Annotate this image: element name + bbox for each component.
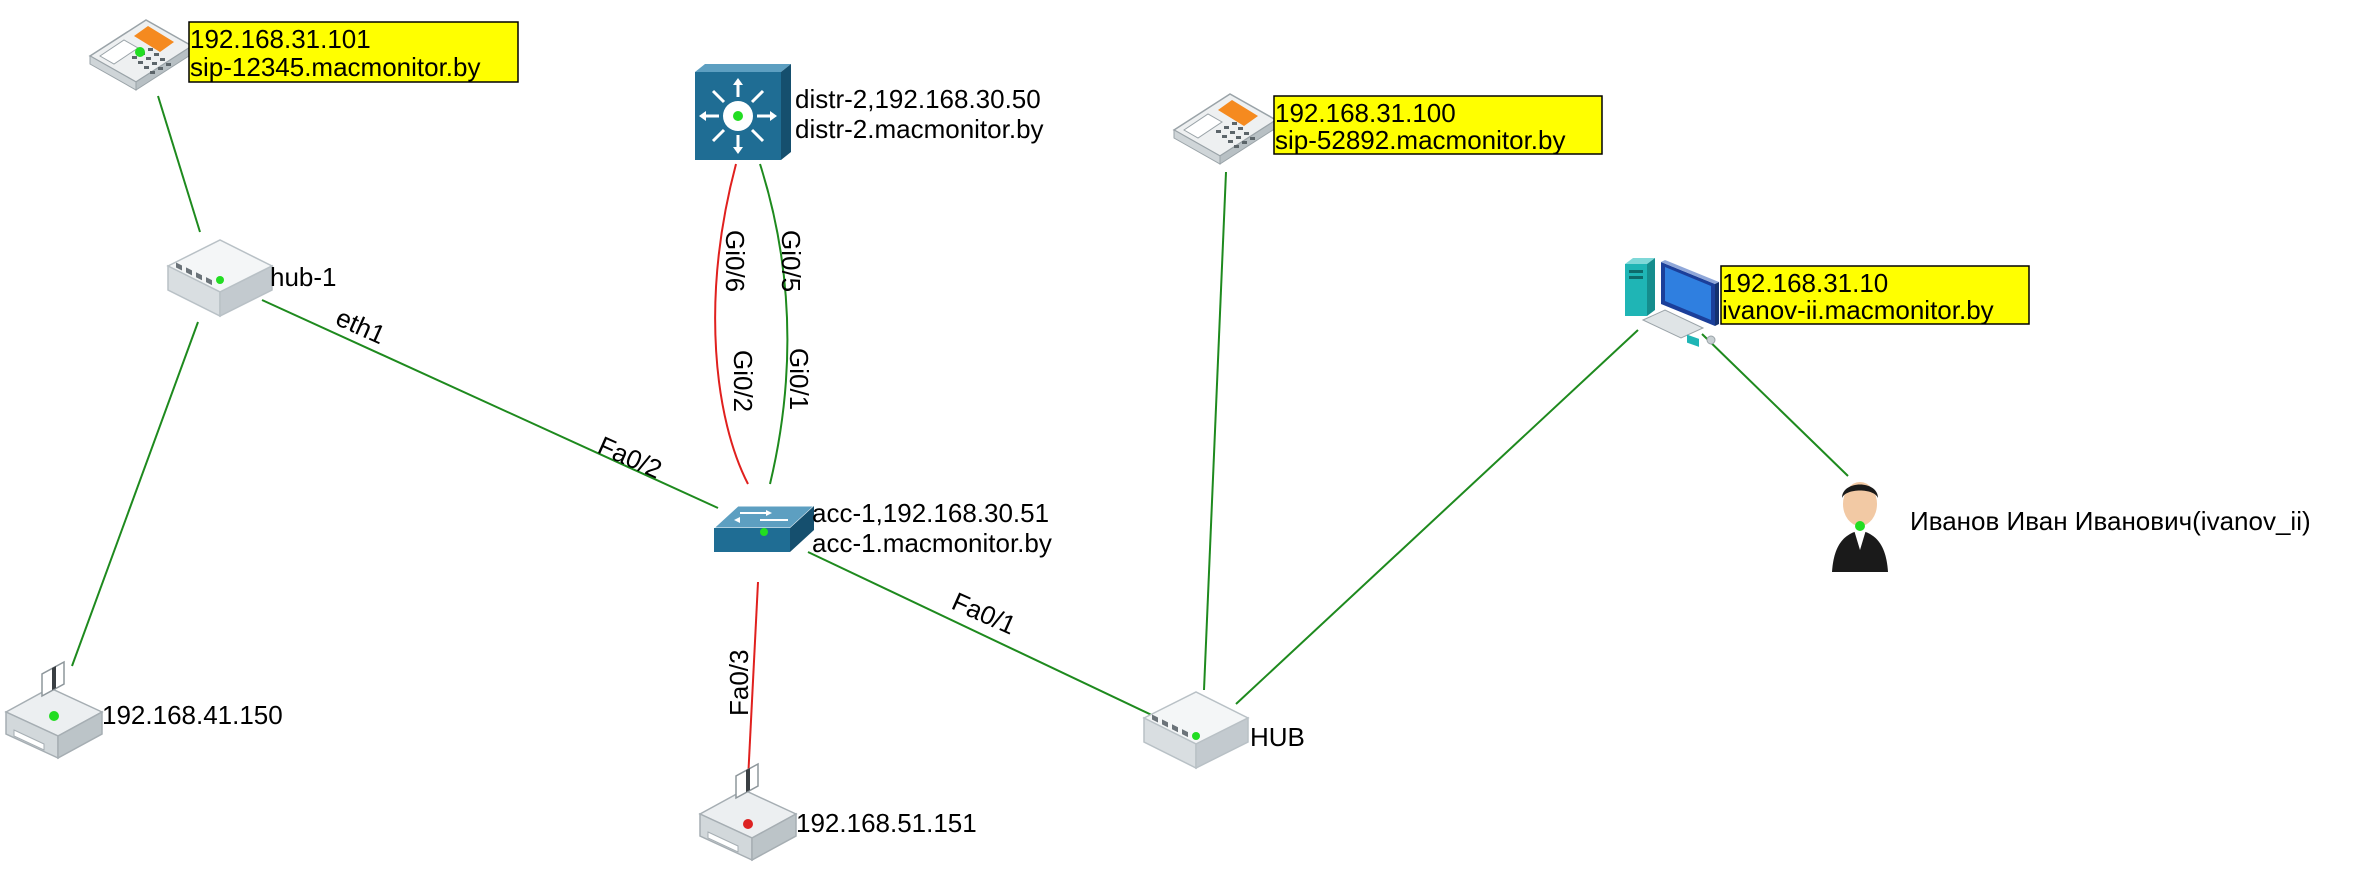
ip-phone-icon [89, 19, 193, 91]
node-hostname: ivanov-ii.macmonitor.by [1722, 295, 1994, 325]
node-acc-switch[interactable]: acc-1,192.168.30.51 acc-1.macmonitor.by [712, 498, 1052, 558]
link-hub1-acc[interactable] [261, 299, 719, 509]
link-pc-hub2[interactable] [1235, 329, 1639, 705]
node-workstation[interactable]: 192.168.31.10 ivanov-ii.macmonitor.by [1625, 258, 2030, 347]
node-ip: 192.168.31.10 [1722, 268, 1888, 298]
printer-icon [5, 661, 103, 759]
link-sip1-hub1[interactable] [157, 95, 201, 233]
node-hostname: sip-52892.macmonitor.by [1275, 125, 1565, 155]
node-user-name: Иванов Иван Иванович(ivanov_ii) [1910, 506, 2311, 536]
node-label-line2: distr-2.macmonitor.by [795, 114, 1044, 144]
link-hub1-printer1[interactable] [71, 321, 199, 667]
node-sip-phone-2[interactable]: 192.168.31.100 sip-52892.macmonitor.by [1173, 93, 1603, 165]
port-gi0-5: Gi0/5 [776, 230, 806, 292]
node-hub-1[interactable]: hub-1 [167, 239, 337, 317]
label-highlight [1273, 95, 1603, 155]
layer3-switch-icon [695, 64, 791, 160]
node-printer-1[interactable]: 192.168.41.150 [5, 661, 283, 759]
port-eth1: eth1 [332, 302, 390, 350]
port-fa0-2: Fa0/2 [594, 430, 667, 484]
node-ip: 192.168.31.101 [190, 24, 371, 54]
printer-icon [699, 763, 797, 861]
port-gi0-2: Gi0/2 [728, 350, 758, 412]
node-ip: 192.168.41.150 [102, 700, 283, 730]
link-distr-acc-red[interactable] [714, 163, 749, 485]
node-name: HUB [1250, 722, 1305, 752]
node-user[interactable]: Иванов Иван Иванович(ivanov_ii) [1832, 482, 2311, 572]
node-name: hub-1 [270, 262, 337, 292]
label-highlight [188, 21, 519, 83]
node-hub-2[interactable]: HUB [1143, 691, 1305, 769]
node-ip: 192.168.31.100 [1275, 98, 1456, 128]
link-distr-acc-green[interactable] [759, 163, 789, 485]
workstation-icon [1625, 258, 1719, 347]
node-printer-2[interactable]: 192.168.51.151 [699, 763, 977, 861]
ip-phone-icon [1173, 93, 1277, 165]
link-user-pc[interactable] [1701, 333, 1849, 477]
port-gi0-6: Gi0/6 [720, 230, 750, 292]
port-fa0-3: Fa0/3 [724, 650, 754, 717]
label-highlight [1720, 265, 2030, 325]
links [71, 95, 1849, 781]
node-distr-switch[interactable]: distr-2,192.168.30.50 distr-2.macmonitor… [695, 64, 1044, 160]
node-label-line1: distr-2,192.168.30.50 [795, 84, 1041, 114]
hub-icon [1143, 691, 1249, 769]
user-icon [1832, 482, 1888, 572]
link-acc-printer2[interactable] [747, 581, 759, 781]
port-labels: eth1 Fa0/2 Gi0/6 Gi0/5 Gi0/2 Gi0/1 Fa0/3… [332, 230, 1021, 716]
link-acc-hub2[interactable] [807, 551, 1159, 719]
link-sip2-hub2[interactable] [1203, 171, 1227, 691]
port-fa0-1: Fa0/1 [948, 586, 1021, 640]
node-label-line1: acc-1,192.168.30.51 [812, 498, 1049, 528]
hub-icon [167, 239, 273, 317]
workgroup-switch-icon [712, 505, 816, 552]
node-label-line2: acc-1.macmonitor.by [812, 528, 1052, 558]
node-hostname: sip-12345.macmonitor.by [190, 52, 480, 82]
node-sip-phone-1[interactable]: 192.168.31.101 sip-12345.macmonitor.by [89, 19, 519, 91]
port-gi0-1: Gi0/1 [784, 348, 814, 410]
node-ip: 192.168.51.151 [796, 808, 977, 838]
